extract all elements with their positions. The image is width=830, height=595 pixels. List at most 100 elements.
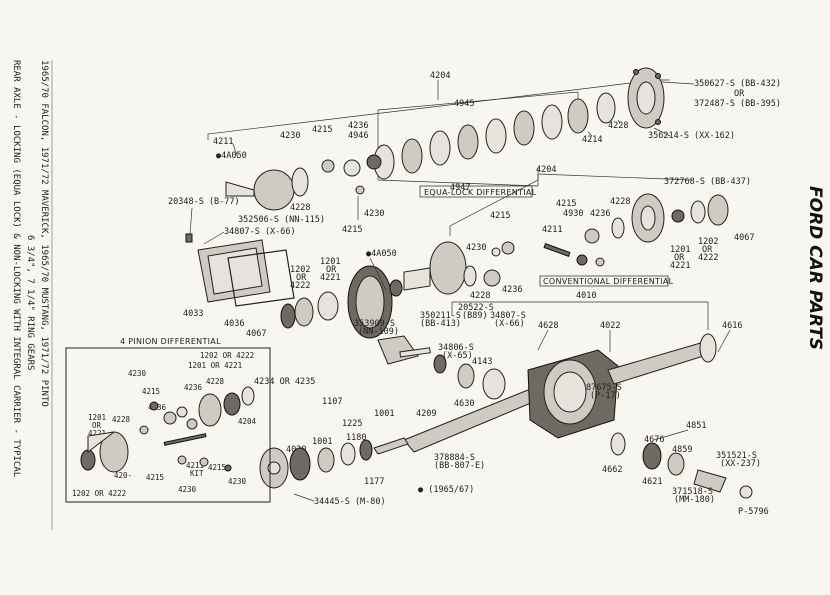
label-87675b: (P-17) (590, 391, 621, 401)
label-4143: 4143 (472, 357, 492, 367)
label-372487: 372487-S (BB-395) (694, 99, 781, 109)
label-4930: 4930 (563, 209, 583, 219)
label-4211-a: 4211 (213, 137, 233, 147)
label-351521b: (XX-237) (720, 459, 761, 469)
part-conv-side-gears (576, 217, 625, 267)
label-350211b: (BB-413) (420, 319, 461, 329)
caption-line-2: 6 3/4", 7 1/4" RING GEARS (25, 235, 35, 370)
label-1177: 1177 (364, 477, 384, 487)
label-4036: 4036 (224, 319, 244, 329)
leader-34445 (293, 493, 315, 502)
leader-4204-mid (449, 174, 539, 236)
part-ring-gear (347, 265, 393, 339)
label-4945: 4945 (454, 99, 474, 109)
part-diff-case-conventional (389, 241, 467, 297)
label-4662: 4662 (602, 465, 622, 475)
label-4630: 4630 (454, 399, 474, 409)
label-4230-f: 4230 (178, 485, 197, 494)
brand-mark: FORD CAR PARTS (784, 180, 826, 380)
label-4067-b: 4067 (246, 329, 266, 339)
label-4a050-b: ●4A050 (366, 249, 397, 259)
label-4022: 4022 (600, 321, 620, 331)
leader-356214 (653, 127, 671, 137)
label-4215-g: 4215 (146, 473, 164, 482)
label-4067-a: 4067 (734, 233, 754, 243)
leader-4204-top (207, 79, 670, 140)
exploded-axle-diagram: 4204 4945 350627-S (BB-432) OR 372487-S … (58, 40, 798, 580)
label-4228-c: 4228 (610, 197, 630, 207)
label-420: 420- (114, 471, 132, 480)
label-4215-b: 4215 (342, 225, 362, 235)
part-conv-gears (463, 241, 515, 287)
label-4222-b: 4222 (290, 281, 310, 291)
part-clutch-plates (373, 92, 616, 180)
label-4214: 4214 (582, 135, 602, 145)
label-1965: ● (1965/67) (418, 485, 474, 495)
caption-line-3: 1965/70 FALCON, 1971/72 MAVERICK, 1965/7… (39, 60, 49, 407)
leader-4204-mid-r (537, 173, 693, 181)
label-4228-f: 4228 (112, 415, 131, 424)
leader-4010 (451, 301, 709, 330)
label-4230-c: 4230 (466, 243, 486, 253)
label-4221-d: 4221 (88, 429, 106, 438)
leader-4628 (537, 329, 549, 351)
label-356214: 356214-S (XX-162) (648, 131, 735, 141)
leader-34807-a (203, 231, 225, 245)
part-cover-gasket (227, 249, 295, 307)
label-4211-c: 4211 (186, 461, 204, 470)
leader-4211-a (232, 143, 239, 159)
part-equalock-case-half (225, 154, 382, 211)
label-4228-b: 4228 (290, 203, 310, 213)
four-pinion-box (65, 347, 271, 503)
part-rear-cover (197, 239, 271, 303)
label-4628: 4628 (538, 321, 558, 331)
label-or-5: OR (326, 265, 337, 275)
label-4621: 4621 (642, 477, 662, 487)
label-4221-b: 4221 (320, 273, 340, 283)
label-4616: 4616 (722, 321, 742, 331)
label-34806b: (X-65) (442, 351, 473, 361)
label-4211-b: 4211 (542, 225, 562, 235)
part-four-pinion-assembly (80, 386, 255, 473)
label-conventional: CONVENTIONAL DIFFERENTIAL (543, 277, 674, 286)
part-conv-case-right (631, 193, 729, 243)
part-axle-housing (403, 333, 717, 453)
label-4215-c: 4215 (490, 211, 510, 221)
label-4204-box: 4204 (238, 417, 257, 426)
label-371518: 371518-S (672, 487, 713, 497)
label-1202-b: 1202 (290, 265, 310, 275)
label-353909: 353909-S (354, 319, 395, 329)
label-4946: 4946 (348, 131, 368, 141)
leader-4851 (653, 429, 689, 441)
label-1202-c: 1202 OR 4222 (200, 351, 254, 360)
label-372768: 372768-S (BB-437) (664, 177, 751, 187)
label-or-2: OR (674, 253, 685, 263)
label-4215-e: 4215 (142, 387, 160, 396)
label-4215-d: 4215 (556, 199, 576, 209)
label-4033: 4033 (183, 309, 203, 319)
label-1001-a: 1001 (374, 409, 394, 419)
label-four-pinion: 4 PINION DIFFERENTIAL (120, 337, 221, 346)
label-4228-a: 4228 (608, 121, 628, 131)
label-1201-d: 1201 (88, 413, 106, 422)
label-34807-a: 34807-S (X-66) (224, 227, 296, 237)
label-378884: 378884-S (434, 453, 475, 463)
label-378884b: (BB-807-E) (434, 461, 485, 471)
label-34806: 34806-S (438, 343, 474, 353)
label-351521: 351521-S (716, 451, 757, 461)
label-or-6: OR (92, 421, 102, 430)
label-p5796: P-5796 (738, 507, 769, 517)
label-1201-b: 1201 (320, 257, 340, 267)
label-34445: 34445-S (M-80) (314, 497, 386, 507)
label-1180: 1180 (346, 433, 366, 443)
label-1202-d: 1202 OR 4222 (72, 489, 126, 498)
label-equa-lock: EQUA-LOCK DIFFERENTIAL (424, 188, 537, 197)
leader-4228-a (617, 119, 621, 125)
leader-20348 (189, 207, 193, 235)
label-4947: 4947 (450, 183, 470, 193)
part-shaft-4211 (543, 243, 571, 257)
label-kit: KIT (190, 469, 204, 478)
part-left-axle-shaft (259, 437, 409, 489)
label-1201-a: 1201 (670, 245, 690, 255)
